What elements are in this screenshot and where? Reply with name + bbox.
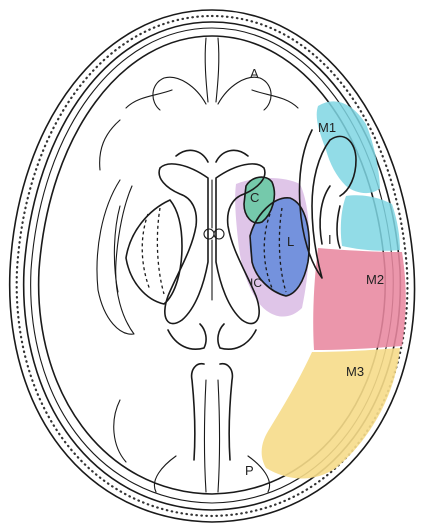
label-p: P [245, 463, 254, 478]
frontal-gyri-right [218, 77, 298, 110]
label-m2: M2 [366, 272, 384, 287]
ventricle-anterior-horns [176, 150, 248, 162]
ventricle-posterior-horns [168, 324, 256, 349]
label-c: C [250, 190, 259, 205]
territory-m3 [262, 348, 400, 479]
calcarine-left [192, 364, 204, 460]
foramen-left [204, 229, 214, 239]
calcarine-right [220, 364, 232, 460]
left-lentiform-laminae [142, 208, 164, 294]
label-m1: M1 [318, 120, 336, 135]
falx-posterior [205, 380, 220, 492]
falx-anterior [205, 38, 219, 102]
label-ic: IC [250, 276, 262, 290]
occipital-gyri [114, 400, 270, 492]
label-m3: M3 [346, 364, 364, 379]
lateral-ventricle-left [159, 164, 208, 324]
left-lentiform-outline [126, 200, 182, 304]
sulcus-left-outer [97, 180, 134, 334]
territory-insula [341, 195, 400, 251]
label-i: I [328, 232, 332, 247]
territory-m2 [313, 248, 406, 350]
label-a: A [250, 66, 259, 81]
frontal-gyri-left [100, 77, 206, 170]
label-l: L [287, 234, 294, 249]
